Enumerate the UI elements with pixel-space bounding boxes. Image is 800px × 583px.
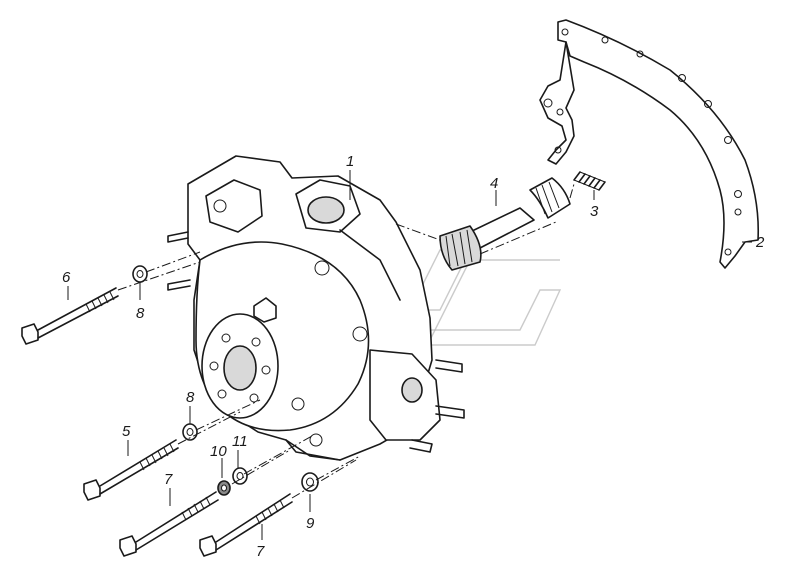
assembly-lines <box>117 183 575 499</box>
callout-10: 10 <box>210 443 227 460</box>
callout-9: 9 <box>306 515 315 532</box>
shaft-part-4 <box>439 177 571 271</box>
callout-6: 6 <box>62 269 71 286</box>
callout-8-lower: 8 <box>186 389 195 406</box>
callout-8-upper: 8 <box>136 305 145 322</box>
callout-7-upper: 7 <box>164 471 173 488</box>
callout-11: 11 <box>232 433 248 450</box>
studs <box>167 231 465 453</box>
bolt-part-7-left <box>119 491 219 557</box>
callout-leaders <box>67 170 752 540</box>
washer-part-9 <box>301 472 319 492</box>
bolt-part-5 <box>83 439 179 501</box>
callout-2: 2 <box>755 234 765 251</box>
callout-1: 1 <box>346 153 354 170</box>
bolt-part-7-right <box>199 493 293 557</box>
callout-4: 4 <box>490 175 498 192</box>
gasket-part-2 <box>539 19 760 269</box>
callout-labels: 1 2 3 4 5 6 7 7 8 8 9 10 11 <box>62 153 765 560</box>
washer-part-11 <box>232 467 248 485</box>
callout-5: 5 <box>122 423 131 440</box>
washer-part-8-upper <box>132 265 148 283</box>
spring-part-3 <box>573 171 606 191</box>
housing-part-1 <box>187 155 441 461</box>
washer-part-10 <box>217 480 231 496</box>
callout-7-lower: 7 <box>256 543 265 560</box>
callout-3: 3 <box>590 203 599 220</box>
bolt-part-6 <box>21 287 119 345</box>
